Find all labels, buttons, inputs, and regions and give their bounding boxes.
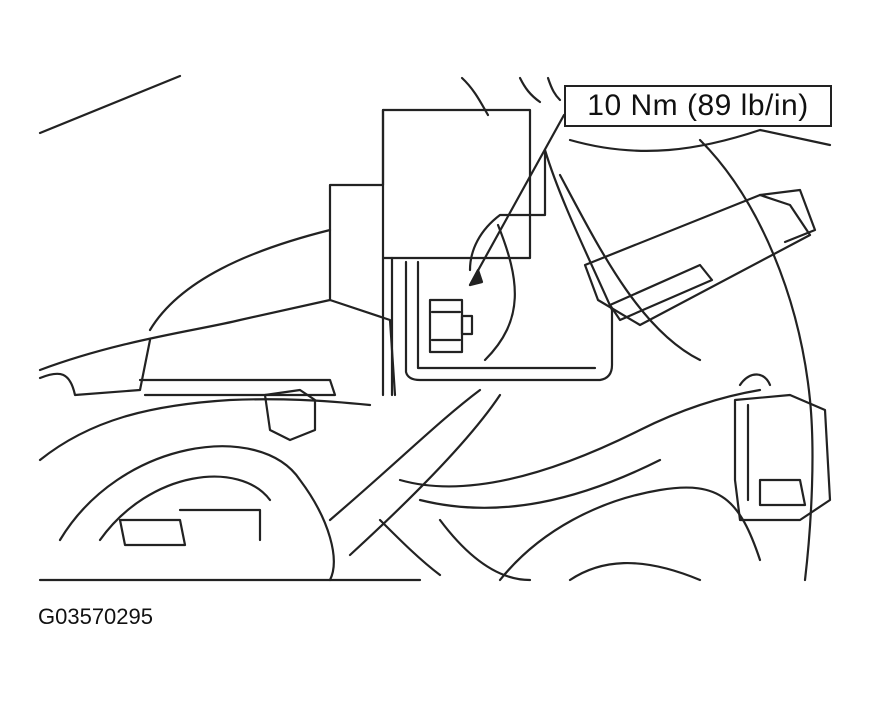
bracket-side — [328, 108, 385, 302]
hood-edge-line — [38, 74, 182, 135]
hose-lower-mid-2 — [348, 393, 502, 557]
callout-arrow — [468, 268, 484, 287]
mount-plate-inner — [416, 260, 597, 370]
wire-lower — [398, 388, 762, 488]
hose-curve-top-3 — [546, 76, 562, 102]
hose-curve-top — [460, 76, 490, 117]
bolt-head — [428, 298, 464, 354]
mount-plate-curve — [483, 223, 516, 362]
strap-slot — [608, 263, 714, 322]
strap-tab — [758, 188, 817, 244]
connector-right — [733, 393, 832, 522]
engine-cover-left — [38, 298, 397, 397]
lower-right-curve — [568, 562, 702, 582]
wire-lower-2 — [418, 458, 662, 509]
torque-label: 10 Nm (89 lb/in) — [587, 89, 809, 122]
hose-lower-left — [38, 398, 372, 462]
connector-right-inner — [746, 403, 807, 507]
mid-line — [378, 518, 442, 577]
hose-right-lower — [558, 173, 702, 362]
hose-lower-big — [58, 445, 335, 582]
fitting-left-bottom — [118, 518, 187, 547]
engine-cover-left-line — [38, 338, 152, 397]
bolt-washer — [460, 314, 474, 336]
hose-lower-mid — [328, 388, 482, 522]
hose-lower-right — [498, 486, 762, 582]
hose-lower-big-inner — [98, 475, 272, 542]
bracket-block — [381, 108, 532, 260]
bolt-thread — [430, 310, 462, 342]
torque-callout: 10 Nm (89 lb/in) — [564, 85, 832, 127]
hose-right — [568, 128, 832, 152]
mount-plate — [404, 148, 614, 382]
fitting-left-bottom-2 — [178, 508, 262, 542]
callout-leader — [468, 113, 566, 287]
hose-right-big — [698, 138, 814, 582]
fitting-left — [263, 388, 317, 442]
lower-curve — [438, 518, 532, 582]
hose-curve-top-2 — [518, 76, 542, 104]
engine-cover-ledge — [138, 378, 337, 397]
figure-id: G03570295 — [38, 604, 153, 629]
engine-cover-left-curve — [148, 228, 332, 332]
connector-clip — [738, 373, 772, 387]
